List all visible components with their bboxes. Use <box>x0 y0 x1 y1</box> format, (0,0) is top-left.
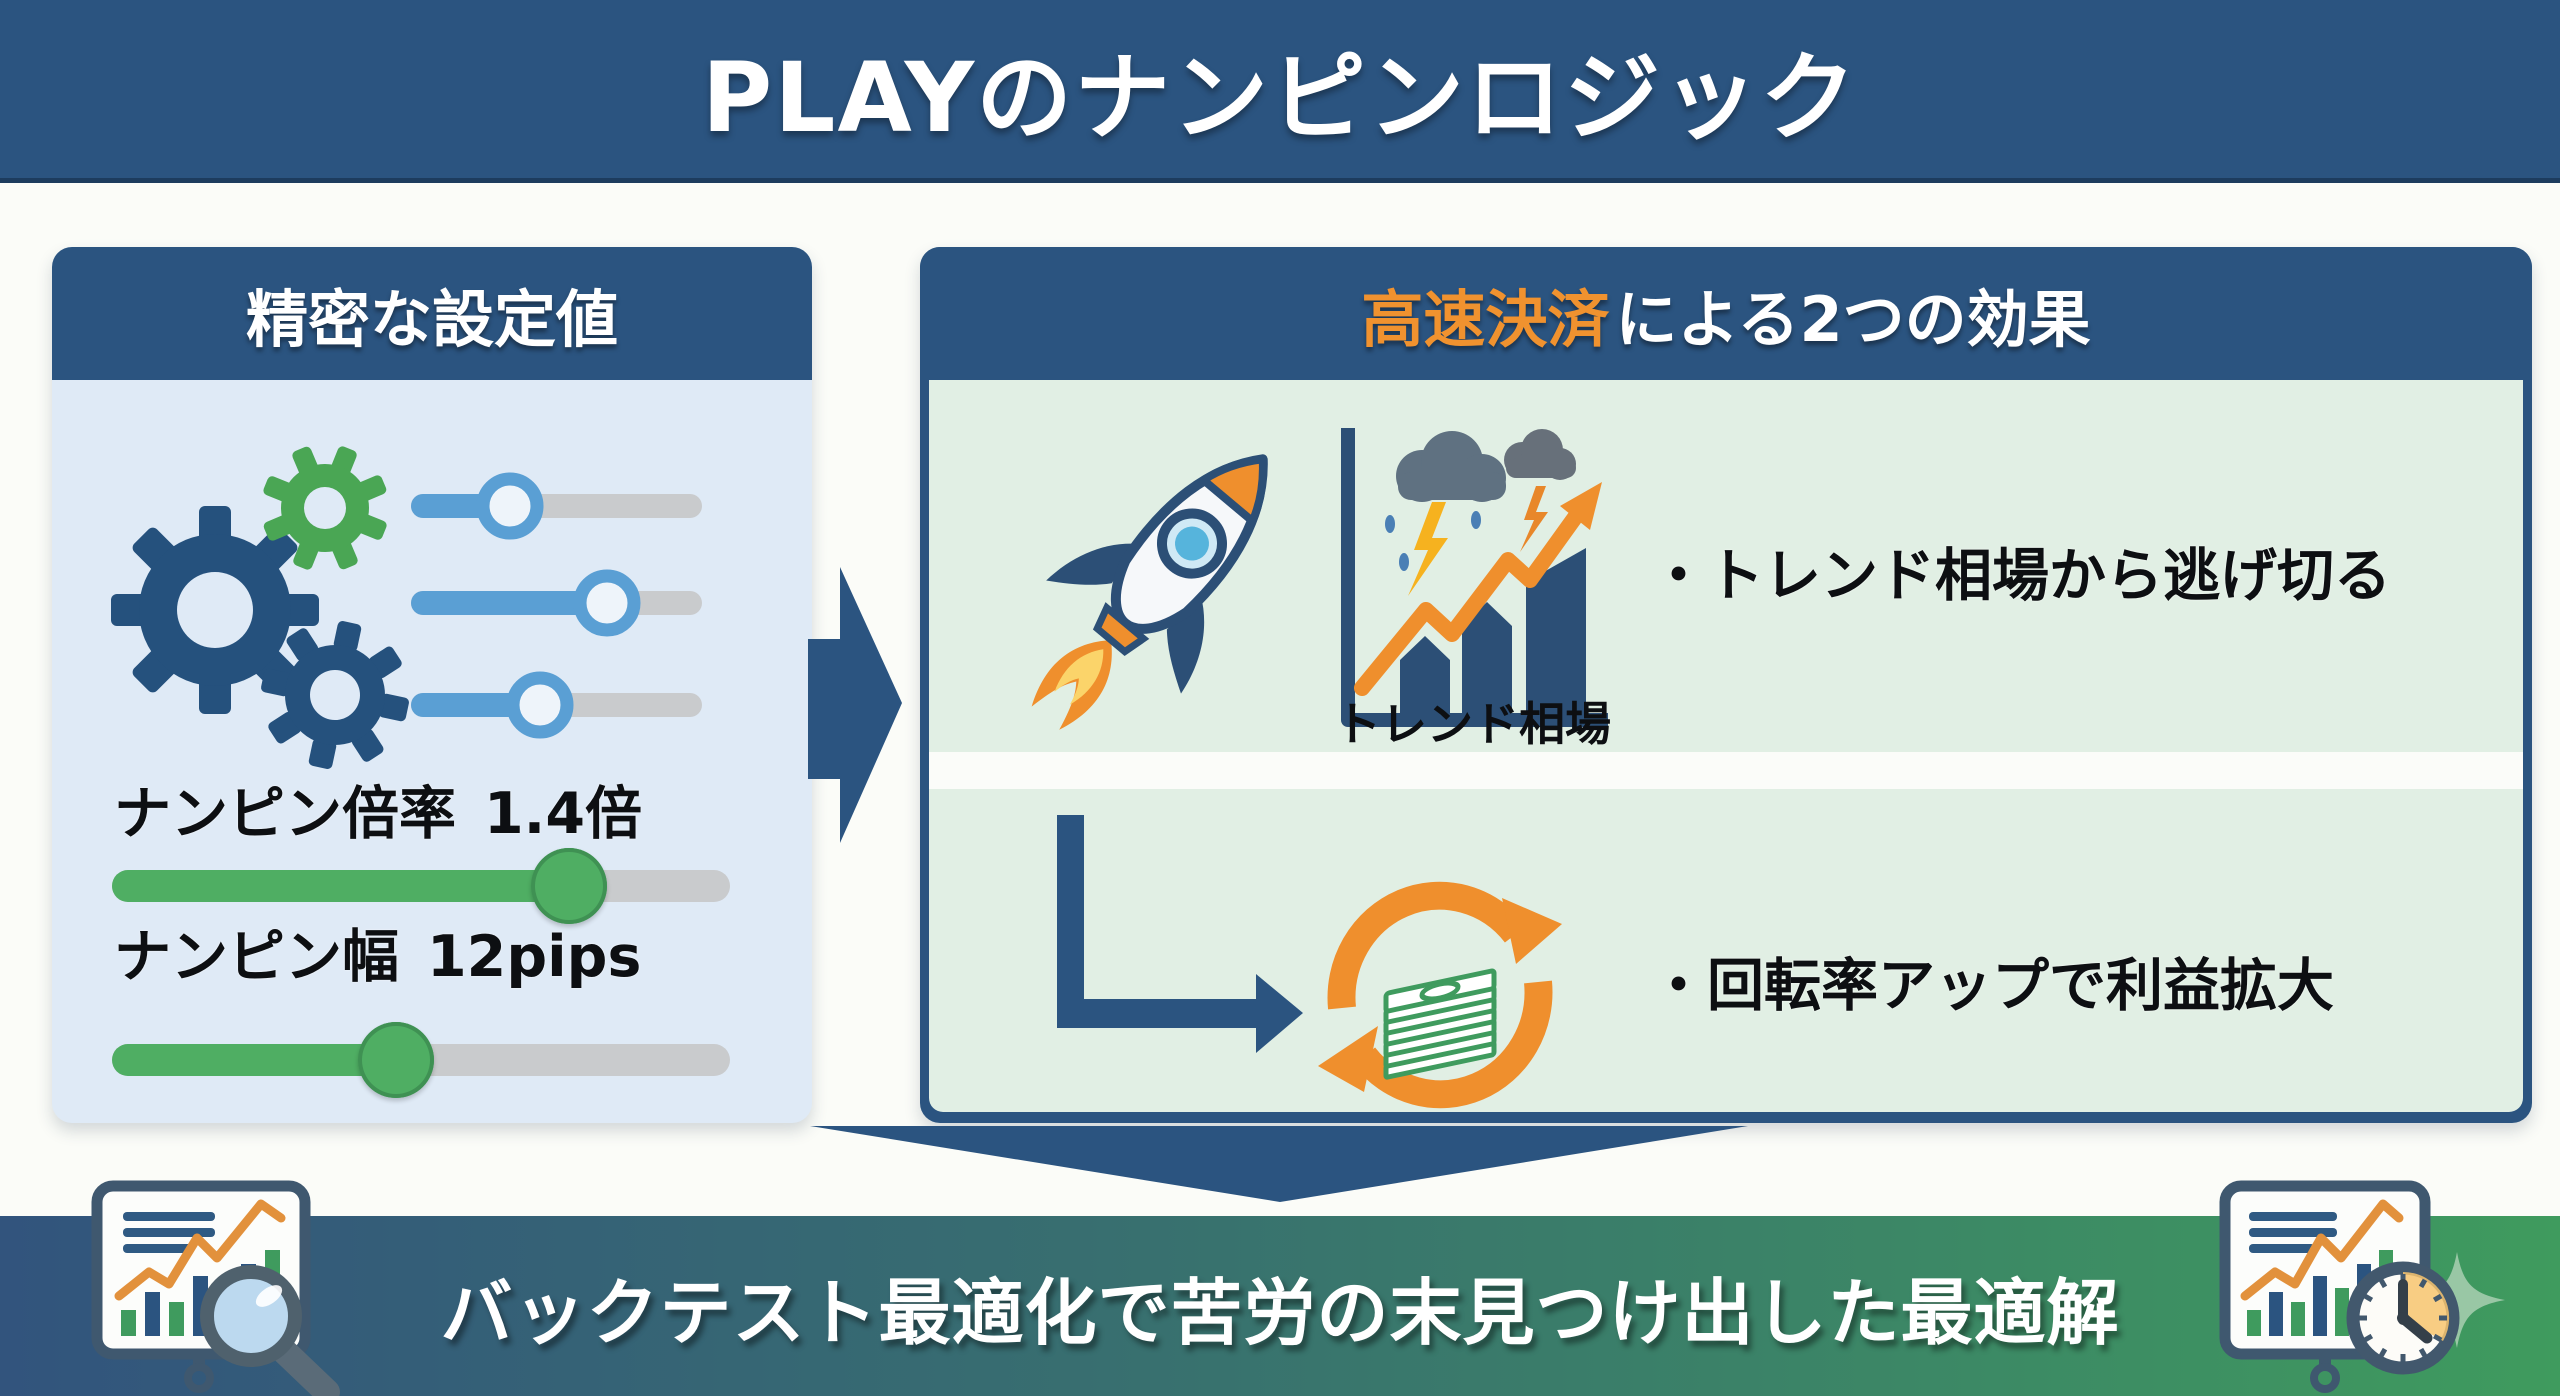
footer-text: バックテスト最適化で苦労の末見つけ出した最適解 <box>440 1270 2120 1355</box>
elbow-arrow-icon <box>1057 815 1303 1053</box>
clock-icon <box>2346 1261 2460 1375</box>
gears-and-sliders-illustration <box>111 446 702 769</box>
down-arrow-icon <box>810 1126 1748 1202</box>
setting-label-width: ナンピン幅 12pips <box>114 911 641 993</box>
gear-small-icon <box>261 621 409 769</box>
magnifier-icon <box>200 1265 340 1396</box>
setting-value: 12pips <box>427 924 642 990</box>
width-slider-handle[interactable] <box>358 1022 435 1098</box>
effect-text-trend: ・トレンド相場から逃げ切る <box>1650 543 2391 609</box>
gear-green-icon <box>263 446 387 570</box>
lightning-icon <box>1520 486 1548 552</box>
effects-panel: 高速決済 による2つの効果 <box>920 247 2532 1123</box>
footer-banner: バックテスト最適化で苦労の末見つけ出した最適解 <box>0 1216 2560 1396</box>
money-stack-icon <box>1383 968 1497 1080</box>
effects-panel-title-highlight: 高速決済 <box>1361 282 1610 356</box>
raindrops-icon <box>1385 511 1481 571</box>
mini-sliders-icon <box>411 472 702 739</box>
rocket-icon <box>1031 454 1268 730</box>
page-title: PLAYのナンピンロジック <box>701 41 1859 154</box>
settings-panel-title: 精密な設定値 <box>245 282 618 356</box>
settings-panel: 精密な設定値 <box>52 247 812 1123</box>
title-bar: PLAYのナンピンロジック <box>0 0 2560 183</box>
settings-panel-header: 精密な設定値 <box>52 247 812 380</box>
right-arrow-icon <box>808 567 902 843</box>
multiplier-slider-fill <box>112 870 570 902</box>
setting-value: 1.4倍 <box>484 781 642 847</box>
multiplier-slider-track[interactable] <box>112 848 730 924</box>
storm-cloud-icon <box>1396 429 1576 502</box>
chart-board-clock-icon <box>2219 1180 2505 1393</box>
panel-divider <box>929 752 2523 789</box>
setting-label-multiplier: ナンピン倍率 1.4倍 <box>114 768 642 850</box>
sparkle-icon <box>2409 1252 2505 1348</box>
setting-name: ナンピン幅 <box>114 924 399 990</box>
settings-panel-body: ナンピン倍率 1.4倍 ナンピン幅 12pips <box>52 380 812 1123</box>
width-slider-fill <box>112 1044 397 1076</box>
effects-panel-header: 高速決済 による2つの効果 <box>920 247 2532 380</box>
storm-trend-chart-icon <box>1341 428 1608 727</box>
width-slider-track[interactable] <box>112 1022 730 1098</box>
chart-board-magnifier-icon <box>91 1180 340 1396</box>
trend-chart-caption: トレンド相場 <box>1335 697 1611 751</box>
setting-name: ナンピン倍率 <box>114 781 456 847</box>
effect-text-turnover: ・回転率アップで利益拡大 <box>1650 953 2334 1019</box>
multiplier-slider-handle[interactable] <box>531 848 608 924</box>
effects-panel-body: トレンド相場 ・トレンド相場から逃げ切る <box>929 380 2523 1112</box>
effects-panel-title-rest: による2つの効果 <box>1615 282 2091 356</box>
money-cycle-icon <box>1318 881 1562 1109</box>
lightning-icon <box>1408 502 1448 596</box>
